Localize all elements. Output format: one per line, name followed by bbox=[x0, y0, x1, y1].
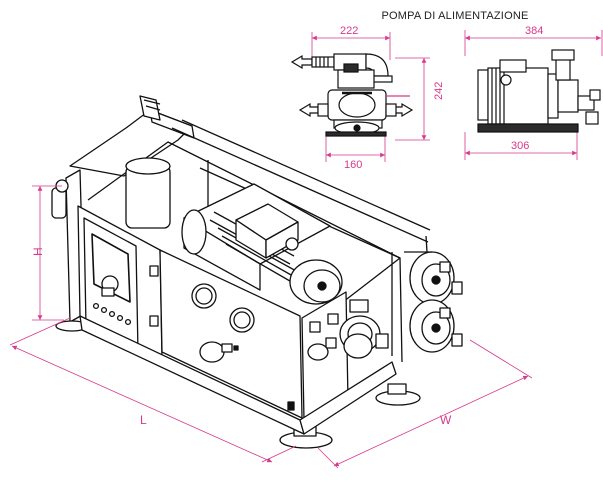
valve-knob-icon bbox=[199, 341, 225, 363]
pump-side-length-label: 384 bbox=[525, 25, 543, 37]
pump-front-base-dimension: 160 bbox=[325, 132, 386, 171]
pump-side-view: 384 306 bbox=[464, 25, 603, 160]
pump-side-head bbox=[557, 79, 579, 113]
motor-end-cap bbox=[181, 209, 207, 255]
length-dimension-line bbox=[11, 345, 273, 463]
pump-front-view: 222 242 160 bbox=[290, 25, 445, 171]
outlet-fitting bbox=[311, 56, 335, 68]
terminal-box bbox=[499, 59, 527, 73]
inlet-arrow-right-icon bbox=[393, 102, 414, 118]
height-label: H bbox=[31, 247, 45, 256]
pump-front-height-label: 242 bbox=[433, 82, 445, 100]
pump-front-height-dimension: 242 bbox=[395, 57, 445, 141]
inlet-arrow-left-icon bbox=[298, 102, 319, 118]
panel-latch bbox=[149, 265, 159, 277]
width-label: W bbox=[440, 413, 452, 427]
filter-housing bbox=[125, 165, 171, 229]
pump-front-base-plate bbox=[325, 131, 387, 137]
top-fitting bbox=[139, 95, 161, 121]
width-dimension-line bbox=[333, 375, 529, 467]
inlet-elbow-fitting bbox=[51, 187, 67, 219]
length-label: L bbox=[140, 413, 147, 427]
pump-head bbox=[337, 69, 375, 89]
pump-side-base-label: 306 bbox=[511, 140, 529, 152]
pump-side-base-dimension: 306 bbox=[464, 132, 578, 160]
pump-front-width-dimension: 222 bbox=[311, 25, 391, 60]
pump-side-length-dimension: 384 bbox=[464, 25, 603, 56]
drawing-heading: POMPA DI ALIMENTAZIONE bbox=[381, 10, 529, 22]
main-unit bbox=[51, 95, 463, 449]
main-unit-dimensions: H L W bbox=[9, 185, 533, 469]
pump-side-base-plate bbox=[477, 123, 579, 133]
outlet-arrow-icon bbox=[290, 54, 313, 70]
pump-front-base-label: 160 bbox=[344, 159, 362, 171]
motor-body bbox=[487, 67, 549, 125]
pump-front-width-label: 222 bbox=[340, 25, 358, 37]
panel-button-icon bbox=[92, 302, 100, 310]
